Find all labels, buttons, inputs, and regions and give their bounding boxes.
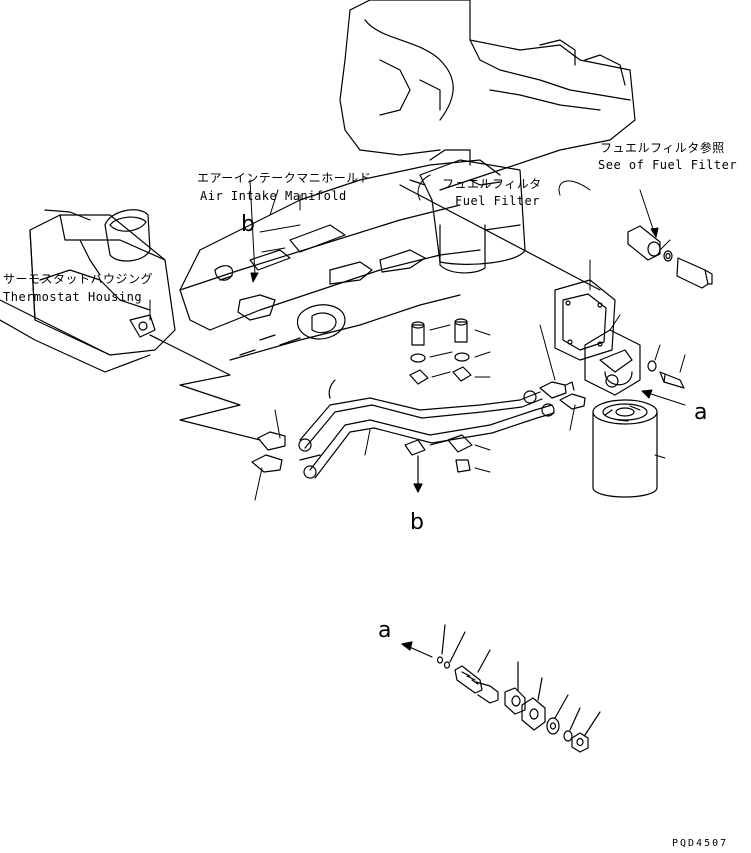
fuel-pipes <box>299 391 554 478</box>
leader-lines <box>150 175 685 500</box>
ref-b-lower: b <box>410 510 424 535</box>
spacer-and-bolt <box>628 226 712 288</box>
ref-a-lower: a <box>378 618 392 643</box>
route-lines <box>150 335 260 440</box>
drawing-code: PQD4507 <box>672 838 729 849</box>
see-fuel-filter-label-jp: フュエルフィルタ参照 <box>600 141 725 155</box>
clamp-hardware <box>405 319 472 492</box>
air-intake-manifold-label-jp: エアーインテークマニホールド <box>197 171 372 185</box>
fuel-filter-assembly <box>410 150 525 273</box>
thermostat-housing-label-jp: サーモスタットハウジング <box>3 272 154 286</box>
head-bolts <box>648 361 684 388</box>
ref-b-upper: b <box>241 212 255 237</box>
thermostat-housing-label-en: Thermostat Housing <box>3 290 143 304</box>
fuel-filter-label-jp: フュエルフィルタ <box>442 177 542 191</box>
ref-a-upper: a <box>694 400 708 425</box>
pipe-fittings <box>540 382 585 409</box>
fuel-filter-label-en: Fuel Filter <box>455 194 540 208</box>
reference-line <box>400 185 600 290</box>
detail-view-a <box>402 625 600 752</box>
filter-cartridge <box>593 400 657 497</box>
see-fuel-filter-label-en: See of Fuel Filter <box>598 158 738 172</box>
air-intake-manifold-label-en: Air Intake Manifold <box>200 189 347 203</box>
engine-block-outline <box>0 0 635 372</box>
leader-pipe <box>329 380 335 398</box>
